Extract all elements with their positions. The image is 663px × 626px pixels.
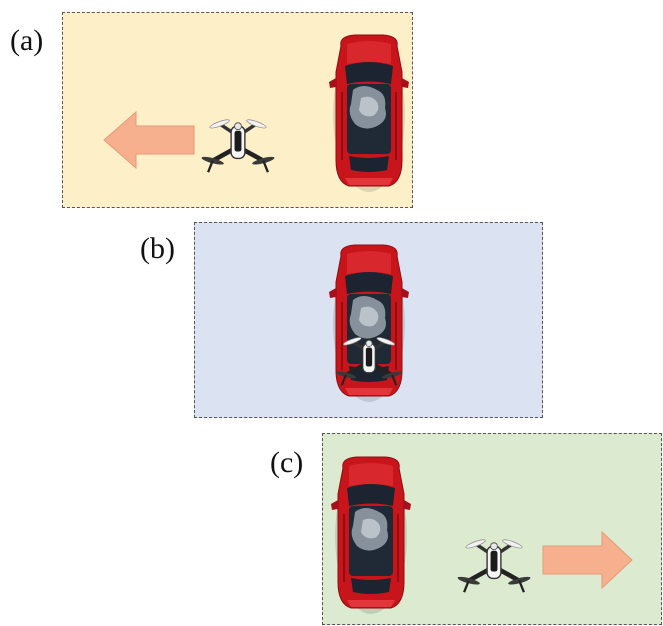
panel-b-scene	[328, 244, 410, 403]
panel-c-label: (c)	[270, 446, 304, 479]
car-icon	[330, 456, 412, 615]
panel-a-label: (a)	[10, 24, 44, 57]
arrow-left-icon	[103, 110, 195, 170]
panel-c-scene	[330, 456, 633, 615]
drone-icon	[201, 118, 275, 172]
arrow-right-icon	[542, 530, 633, 590]
car-icon	[328, 34, 410, 193]
panel-b-label: (b)	[140, 232, 175, 265]
drone-icon	[457, 538, 531, 592]
car-icon	[328, 244, 410, 403]
panel-a-scene	[103, 34, 410, 193]
